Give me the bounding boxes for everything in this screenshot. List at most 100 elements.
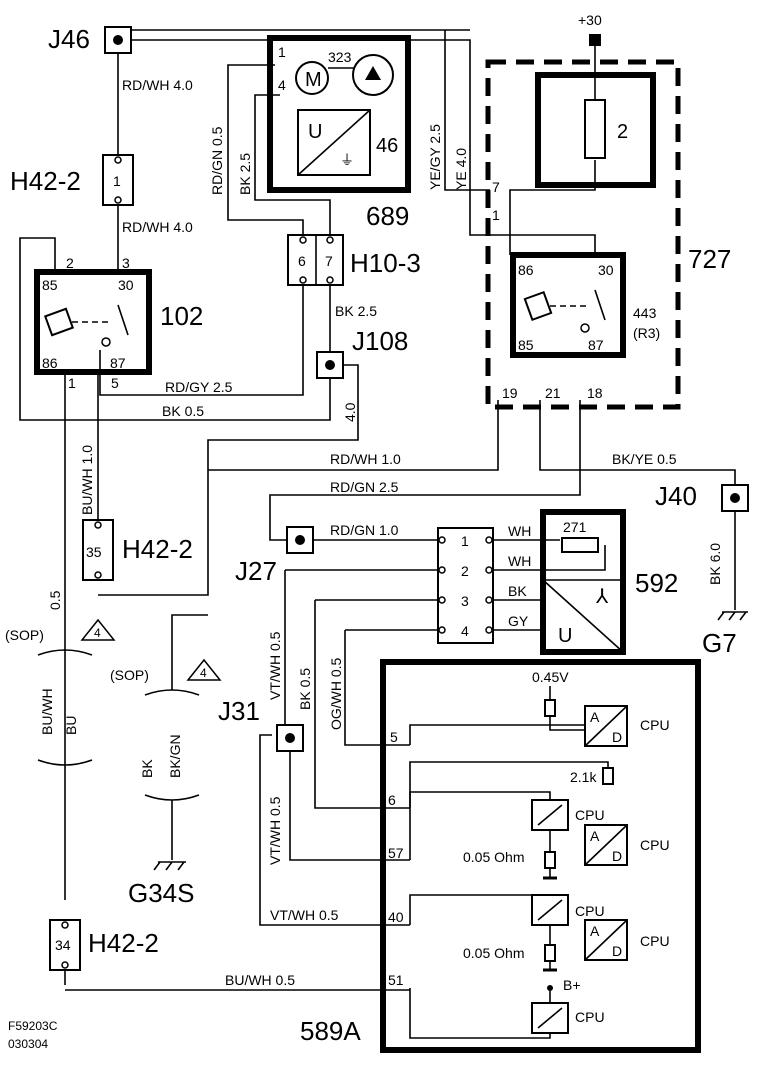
svg-text:BU/WH 0.5: BU/WH 0.5 (225, 972, 295, 988)
svg-text:VT/WH 0.5: VT/WH 0.5 (267, 631, 283, 700)
svg-text:GY: GY (508, 613, 529, 629)
svg-text:1: 1 (278, 44, 286, 60)
svg-text:OG/WH 0.5: OG/WH 0.5 (328, 657, 344, 730)
svg-text:4: 4 (461, 623, 469, 639)
svg-text:443: 443 (633, 305, 657, 321)
svg-text:WH: WH (508, 553, 531, 569)
svg-text:(SOP): (SOP) (110, 667, 149, 683)
g34s-label: G34S (128, 878, 195, 908)
figure-code: F59203C (8, 1019, 58, 1033)
g7-label: G7 (702, 628, 737, 658)
svg-text:5: 5 (111, 375, 119, 391)
svg-text:19: 19 (502, 385, 518, 401)
svg-text:4.0: 4.0 (342, 402, 358, 422)
svg-text:2: 2 (461, 563, 469, 579)
svg-text:RD/GN 2.5: RD/GN 2.5 (330, 479, 399, 495)
svg-text:+30: +30 (578, 12, 602, 28)
svg-text:BK 0.5: BK 0.5 (162, 403, 204, 419)
svg-text:(R3): (R3) (633, 325, 660, 341)
svg-text:VT/WH 0.5: VT/WH 0.5 (270, 907, 339, 923)
svg-text:1: 1 (68, 375, 76, 391)
svg-text:RD/GN 1.0: RD/GN 1.0 (330, 522, 399, 538)
svg-text:CPU: CPU (575, 807, 605, 823)
svg-text:YE/GY 2.5: YE/GY 2.5 (427, 124, 443, 190)
svg-text:A: A (590, 923, 600, 939)
wires (19, 29, 736, 991)
svg-text:7: 7 (325, 253, 333, 269)
connector-4pin: 1 2 3 4 WH WH BK GY (437, 523, 531, 644)
svg-text:4: 4 (278, 77, 286, 93)
svg-text:40: 40 (388, 909, 404, 925)
h10-3-connector: 6 7 H10-3 (287, 234, 421, 286)
689-label: 689 (366, 201, 409, 231)
component-689: M 323 1 4 U ⏚ 46 689 (267, 35, 411, 231)
svg-text:30: 30 (118, 277, 134, 293)
592-label: 592 (635, 568, 678, 598)
svg-text:2: 2 (617, 121, 628, 143)
svg-text:87: 87 (588, 337, 604, 353)
svg-text:⏚: ⏚ (340, 152, 354, 168)
j40-label: J40 (655, 481, 697, 511)
j108-label: J108 (352, 326, 408, 356)
j31-label: J31 (218, 696, 260, 726)
j108-splice: J108 (316, 326, 408, 379)
svg-text:21: 21 (545, 385, 561, 401)
svg-text:B+: B+ (563, 977, 581, 993)
h42-top-connector: 1 H42-2 (10, 154, 134, 206)
svg-text:271: 271 (563, 519, 587, 535)
svg-text:RD/WH 1.0: RD/WH 1.0 (330, 451, 401, 467)
svg-text:6: 6 (298, 253, 306, 269)
svg-text:85: 85 (518, 337, 534, 353)
svg-text:0.05 Ohm: 0.05 Ohm (463, 945, 524, 961)
component-592: 271 U ⅄ 592 (540, 509, 678, 655)
j27-label: J27 (235, 556, 277, 586)
727-label: 727 (688, 244, 731, 274)
svg-text:85: 85 (42, 277, 58, 293)
svg-text:CPU: CPU (640, 837, 670, 853)
svg-text:D: D (612, 943, 622, 959)
svg-text:U: U (308, 121, 322, 143)
j31-splice: J31 (218, 696, 304, 752)
svg-text:57: 57 (388, 845, 404, 861)
svg-text:1: 1 (113, 173, 121, 189)
g34s-ground: G34S (128, 861, 195, 908)
svg-text:323: 323 (328, 49, 352, 65)
svg-text:M: M (305, 69, 322, 91)
g7-ground: G7 (702, 611, 748, 658)
component-727: 2 7 1 727 86 30 85 87 443 (R3) 19 21 18 (485, 59, 731, 410)
svg-text:VT/WH 0.5: VT/WH 0.5 (267, 796, 283, 865)
svg-text:18: 18 (587, 385, 603, 401)
h42-35-connector: 35 H42-2 (82, 519, 193, 581)
svg-text:86: 86 (518, 262, 534, 278)
svg-text:BU/WH: BU/WH (39, 688, 55, 735)
svg-text:U: U (558, 625, 572, 647)
relay-102-label: 102 (160, 301, 203, 331)
svg-text:BK 6.0: BK 6.0 (707, 543, 723, 585)
svg-text:D: D (612, 848, 622, 864)
svg-text:1: 1 (461, 533, 469, 549)
wire-rdwh-4-top: RD/WH 4.0 (122, 77, 193, 93)
589a-label: 589A (300, 1016, 361, 1046)
svg-text:RD/GN 0.5: RD/GN 0.5 (209, 126, 225, 195)
svg-text:51: 51 (388, 972, 404, 988)
svg-text:0.05 Ohm: 0.05 Ohm (463, 849, 524, 865)
svg-text:86: 86 (42, 355, 58, 371)
j27-splice: J27 (235, 526, 314, 586)
h42-35-label: H42-2 (122, 534, 193, 564)
h42-top-label: H42-2 (10, 166, 81, 196)
svg-text:46: 46 (376, 135, 398, 157)
svg-text:BK: BK (508, 583, 527, 599)
warning-triangle-1: 4 (80, 618, 116, 641)
h42-34-label: H42-2 (88, 928, 159, 958)
svg-text:(SOP): (SOP) (5, 627, 44, 643)
svg-text:⅄: ⅄ (595, 586, 609, 608)
h42-34-connector: 34 H42-2 (49, 919, 159, 971)
svg-text:BK/GN: BK/GN (167, 734, 183, 778)
svg-text:30: 30 (598, 262, 614, 278)
svg-text:4: 4 (200, 666, 207, 680)
j40-splice: J40 (655, 481, 749, 512)
svg-text:0.5: 0.5 (47, 590, 63, 610)
svg-text:BK 2.5: BK 2.5 (237, 153, 253, 195)
svg-text:BK: BK (139, 759, 155, 778)
svg-text:2.1k: 2.1k (570, 769, 597, 785)
